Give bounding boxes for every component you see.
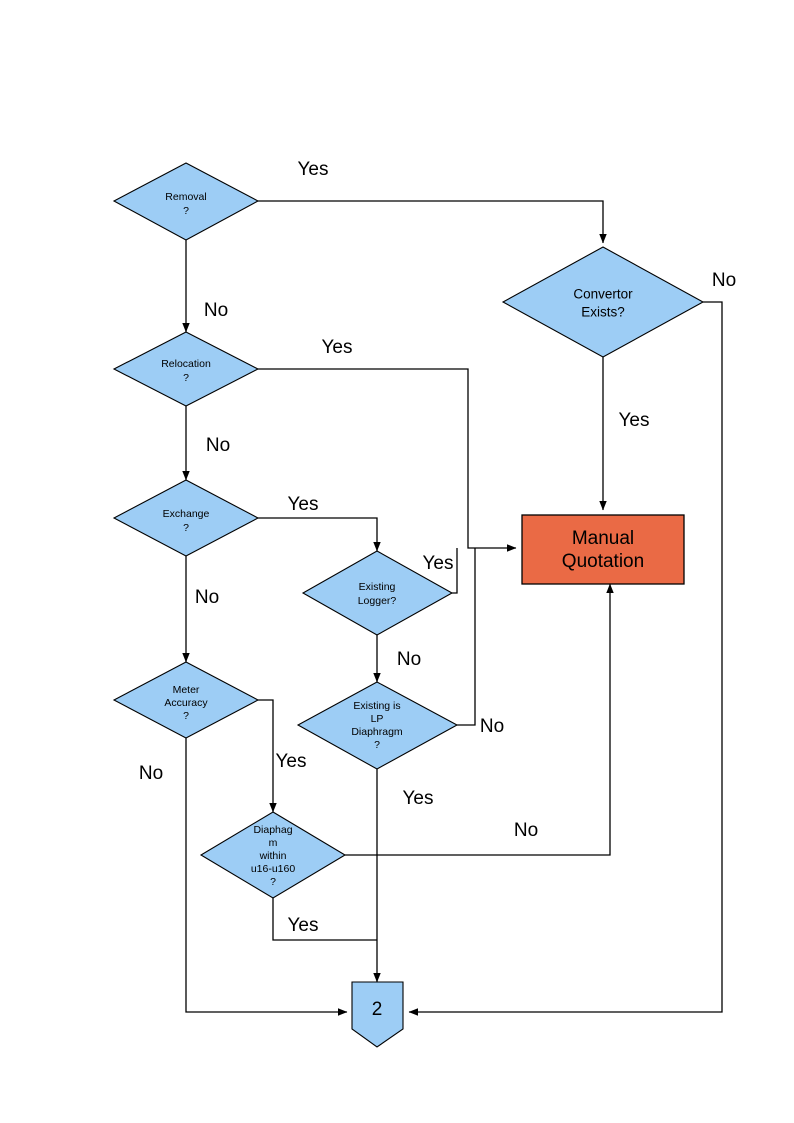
decision-meter-accuracy-label-1: Meter xyxy=(173,684,200,696)
decision-relocation[interactable] xyxy=(112,331,260,407)
edge-meter-accuracy-yes xyxy=(258,699,277,813)
edge-diaphagm-no xyxy=(345,583,614,856)
decision-removal-label-2: ? xyxy=(183,205,189,217)
edge-convertor-no xyxy=(408,301,723,1016)
edge-label-meter-accuracy-no: No xyxy=(139,763,163,784)
edge-label-exchange-yes: Yes xyxy=(288,494,319,515)
edge-label-meter-accuracy-yes: Yes xyxy=(276,751,307,772)
decision-diaphagm-label-4: u16-u160 xyxy=(251,863,296,875)
edge-label-removal-yes: Yes xyxy=(298,159,329,180)
decision-existing-logger-label-2: Logger? xyxy=(358,595,397,607)
edge-label-existing-lp-yes: Yes xyxy=(403,788,434,809)
decision-diaphagm-label-2: m xyxy=(269,837,278,849)
decision-existing-lp-label-4: ? xyxy=(374,739,380,751)
edge-label-existing-logger-no: No xyxy=(397,649,421,670)
edge-meter-accuracy-no xyxy=(185,738,348,1016)
edge-diaphagm-yes xyxy=(272,898,377,941)
edge-relocation-yes xyxy=(258,368,517,552)
edge-label-existing-lp-no: No xyxy=(480,716,504,737)
decision-diaphagm-label-1: Diaphag xyxy=(253,824,292,836)
decision-diaphagm-within-range[interactable] xyxy=(199,811,347,899)
decision-convertor-label-1: Convertor xyxy=(573,287,633,302)
decision-meter-accuracy-label-3: ? xyxy=(183,710,189,722)
edge-label-diaphagm-no: No xyxy=(514,820,538,841)
decision-removal-label-1: Removal xyxy=(165,191,206,203)
decision-diaphagm-label-5: ? xyxy=(270,876,276,888)
edge-exchange-yes xyxy=(258,517,381,552)
edge-label-relocation-no: No xyxy=(206,435,230,456)
edge-label-existing-logger-yes: Yes xyxy=(423,553,454,574)
connector-off-page-2-label: 2 xyxy=(372,999,383,1020)
decision-convertor-exists[interactable] xyxy=(501,246,705,358)
edge-label-relocation-yes: Yes xyxy=(322,337,353,358)
decision-removal[interactable] xyxy=(112,162,260,241)
connector-off-page-2[interactable] xyxy=(351,981,404,1048)
decision-existing-lp-label-3: Diaphragm xyxy=(351,726,403,738)
decision-existing-logger-label-1: Existing xyxy=(359,581,396,593)
edge-label-convertor-no: No xyxy=(712,270,736,291)
decision-convertor-label-2: Exists? xyxy=(581,305,625,320)
decision-diaphagm-label-3: within xyxy=(259,850,287,862)
edge-label-diaphagm-yes: Yes xyxy=(288,915,319,936)
decision-exchange-label-1: Exchange xyxy=(163,508,210,520)
decision-existing-lp-diaphragm[interactable] xyxy=(296,681,459,770)
decision-meter-accuracy-label-2: Accuracy xyxy=(164,697,208,709)
edge-existing-logger-yes xyxy=(452,548,458,594)
decision-meter-accuracy[interactable] xyxy=(112,661,260,739)
decision-existing-lp-label-2: LP xyxy=(371,713,384,725)
process-manual-quotation-label-1: Manual xyxy=(572,528,634,549)
decision-existing-logger[interactable] xyxy=(301,550,454,636)
decision-exchange[interactable] xyxy=(112,479,260,557)
edge-label-removal-no: No xyxy=(204,300,228,321)
edge-existing-lp-no xyxy=(457,548,476,726)
process-manual-quotation[interactable] xyxy=(521,514,685,585)
decision-existing-lp-label-1: Existing is xyxy=(353,700,400,712)
decision-relocation-label-2: ? xyxy=(183,372,189,384)
edge-removal-yes xyxy=(258,200,607,244)
decision-relocation-label-1: Relocation xyxy=(161,358,211,370)
decision-exchange-label-2: ? xyxy=(183,522,189,534)
edge-label-convertor-yes: Yes xyxy=(619,410,650,431)
edge-label-exchange-no: No xyxy=(195,587,219,608)
process-manual-quotation-label-2: Quotation xyxy=(562,551,644,572)
